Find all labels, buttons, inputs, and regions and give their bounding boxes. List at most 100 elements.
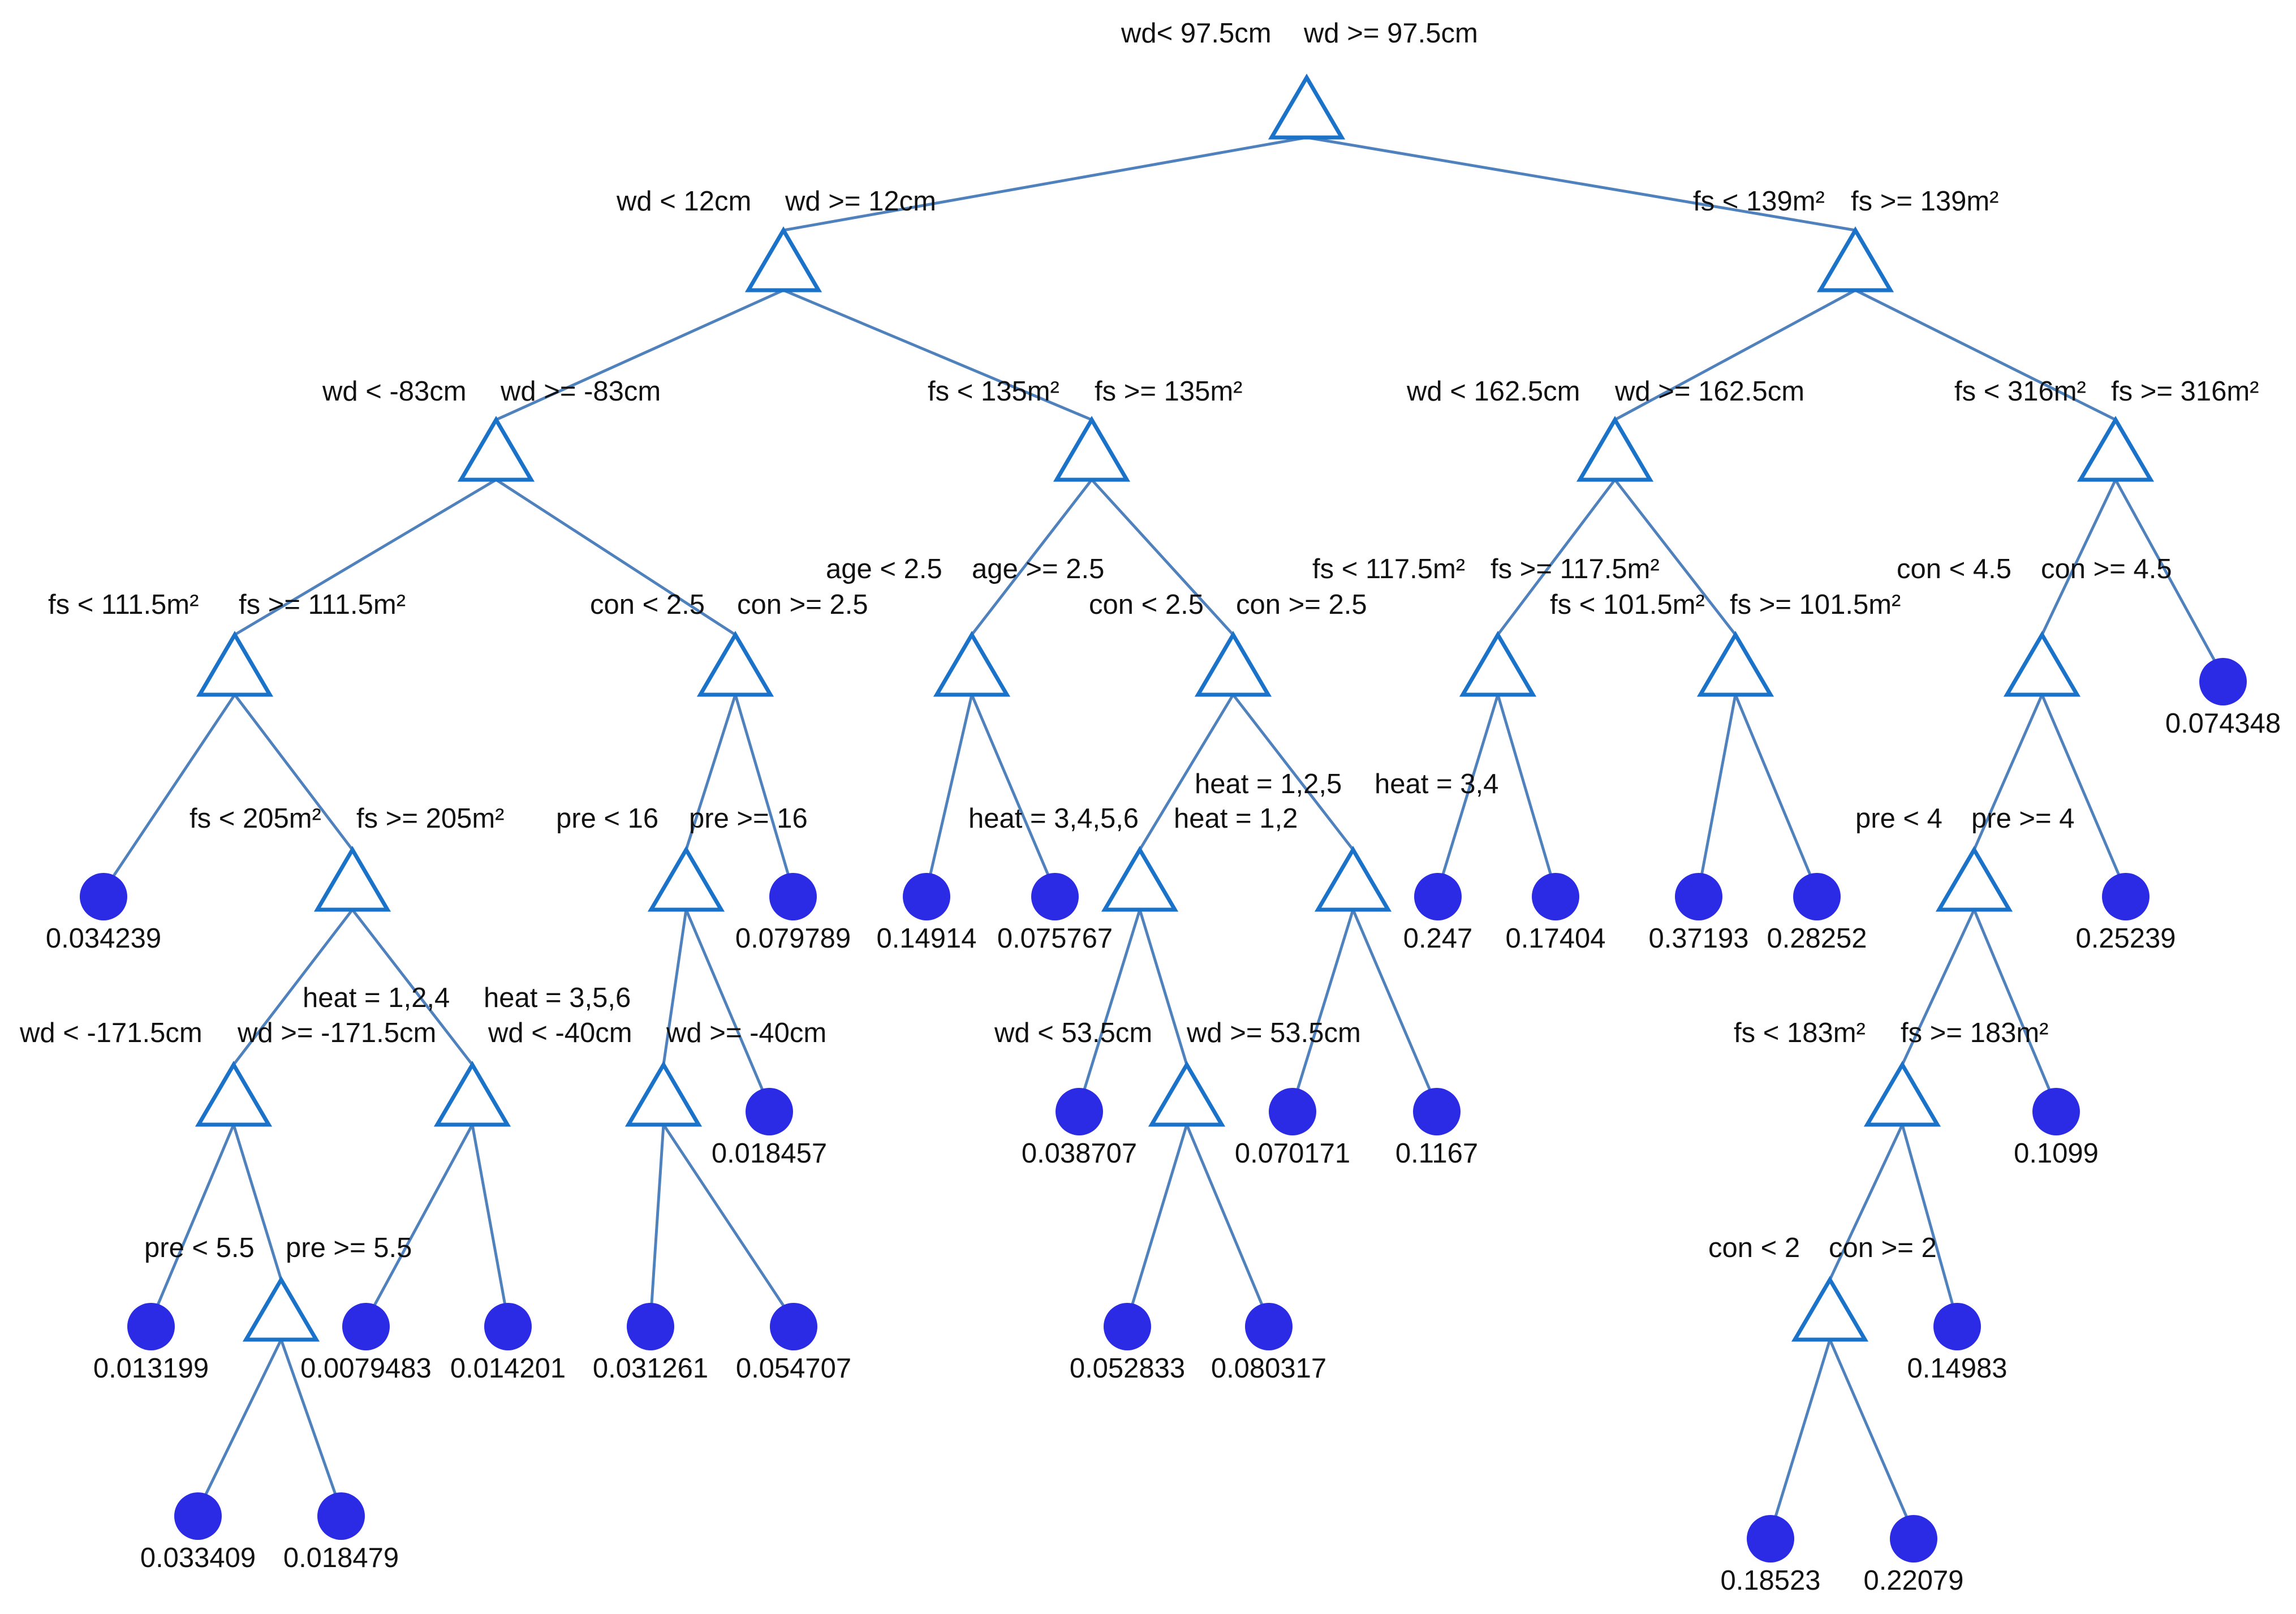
split-left-condition: con < 4.5 <box>1897 554 2011 584</box>
split-right-condition: fs >= 183m² <box>1901 1018 2048 1048</box>
tree-edge <box>234 694 354 851</box>
tree-edge <box>1126 1124 1188 1322</box>
split-right-condition: heat = 3,5,6 <box>484 983 631 1013</box>
tree-edge <box>232 1124 283 1280</box>
split-node-triangle <box>195 1061 273 1127</box>
split-right-condition: pre >= 5.5 <box>286 1233 412 1263</box>
split-right-condition: fs >= 139m² <box>1851 186 1998 217</box>
split-node-triangle <box>1148 1061 1226 1127</box>
tree-edge <box>364 1124 474 1322</box>
split-node-triangle <box>196 631 274 697</box>
tree-edge <box>662 1124 795 1322</box>
split-left-condition: fs < 139m² <box>1693 186 1825 217</box>
leaf-node-dot <box>2102 873 2149 920</box>
leaf-node-dot <box>1793 873 1841 920</box>
split-node-triangle <box>1696 631 1774 697</box>
tree-edge <box>1614 289 1856 421</box>
tree-edge <box>495 289 785 421</box>
split-left-condition: con < 2.5 <box>590 589 705 620</box>
tree-edge <box>1972 694 2044 851</box>
tree-edge <box>1828 1124 1904 1281</box>
split-node-triangle <box>1576 416 1654 482</box>
leaf-value-label: 0.0079483 <box>300 1353 432 1384</box>
leaf-node-dot <box>317 1492 365 1540</box>
split-left-condition: wd < 12cm <box>616 186 751 217</box>
leaf-value-label: 0.070171 <box>1235 1138 1350 1169</box>
split-left-condition: fs < 111.5m² <box>48 589 199 620</box>
leaf-value-label: 0.031261 <box>593 1353 708 1384</box>
tree-edge <box>1769 1339 1832 1534</box>
split-left-condition: age < 2.5 <box>826 554 942 584</box>
tree-edge <box>1734 694 1819 892</box>
tree-edge <box>734 694 795 892</box>
leaf-value-label: 0.37193 <box>1648 923 1748 954</box>
leaf-node-dot <box>1890 1515 1937 1563</box>
split-left-condition: con < 2.5 <box>1089 589 1204 620</box>
split-node-triangle <box>2077 416 2155 482</box>
split-node-triangle <box>313 846 391 912</box>
leaf-value-label: 0.1167 <box>1395 1138 1478 1169</box>
leaf-node-dot <box>769 873 817 920</box>
leaf-value-label: 0.034239 <box>46 923 161 954</box>
leaf-node-dot <box>1747 1515 1794 1563</box>
split-right-condition: wd >= -83cm <box>500 376 661 407</box>
leaf-value-label: 0.054707 <box>736 1353 851 1384</box>
split-left-condition: heat = 3,4,5,6 <box>968 803 1139 834</box>
leaf-value-label: 0.013199 <box>93 1353 209 1384</box>
tree-edge <box>970 694 1057 892</box>
split-left-condition: wd < -171.5cm <box>19 1018 203 1048</box>
leaf-node-dot <box>1056 1088 1103 1135</box>
leaf-node-dot <box>903 873 950 920</box>
tree-edge <box>196 1338 283 1512</box>
leaf-value-label: 0.17404 <box>1505 923 1605 954</box>
tree-nodes <box>80 74 2247 1563</box>
split-node-triangle <box>744 226 822 292</box>
leaf-node-dot <box>1933 1303 1981 1350</box>
split-node-triangle <box>1268 74 1346 140</box>
leaf-node-dot <box>627 1303 674 1350</box>
split-node-triangle <box>624 1061 703 1127</box>
tree-edge <box>783 136 1307 232</box>
leaf-value-label: 0.033409 <box>140 1543 256 1573</box>
leaf-node-dot <box>770 1303 817 1350</box>
split-right-condition: age >= 2.5 <box>972 554 1104 584</box>
split-left-condition: wd< 97.5cm <box>1121 18 1272 49</box>
tree-edge <box>783 289 1092 421</box>
split-right-condition: wd >= -40cm <box>666 1018 826 1048</box>
split-right-condition: pre >= 16 <box>689 803 808 834</box>
split-node-triangle <box>647 846 725 912</box>
split-node-triangle <box>1791 1276 1869 1342</box>
split-left-condition: con < 2 <box>1708 1233 1800 1263</box>
tree-edge <box>1496 694 1557 892</box>
tree-edge <box>1351 909 1438 1107</box>
tree-edge <box>1497 479 1616 636</box>
tree-edge <box>684 694 737 850</box>
split-right-condition: con >= 2 <box>1829 1233 1937 1263</box>
leaf-value-label: 0.28252 <box>1767 923 1867 954</box>
leaf-node-dot <box>2199 658 2247 705</box>
leaf-value-label: 0.247 <box>1403 923 1473 954</box>
tree-edge <box>232 909 354 1066</box>
split-node-triangle <box>242 1276 320 1342</box>
leaf-value-label: 0.038707 <box>1022 1138 1137 1169</box>
tree-edge <box>351 909 473 1066</box>
leaf-value-label: 0.080317 <box>1211 1353 1326 1384</box>
leaf-value-label: 0.079789 <box>735 923 851 954</box>
tree-edge <box>1291 909 1355 1107</box>
leaf-value-label: 0.22079 <box>1863 1565 1963 1596</box>
leaf-value-label: 0.1099 <box>2014 1138 2099 1169</box>
leaf-node-dot <box>1269 1088 1316 1135</box>
tree-edge <box>649 1124 665 1322</box>
tree-edge <box>279 1339 343 1511</box>
split-left-condition: wd < -40cm <box>488 1018 632 1048</box>
tree-edge <box>662 909 688 1065</box>
split-right-condition: heat = 1,2 <box>1174 803 1298 834</box>
split-node-triangle <box>2003 631 2081 697</box>
tree-edge <box>234 478 497 636</box>
tree-edge <box>1306 136 1856 232</box>
split-right-condition: wd >= -171.5cm <box>237 1018 436 1048</box>
leaf-node-dot <box>174 1492 222 1540</box>
split-node-triangle <box>457 416 535 482</box>
split-right-condition: wd >= 12cm <box>785 186 936 217</box>
